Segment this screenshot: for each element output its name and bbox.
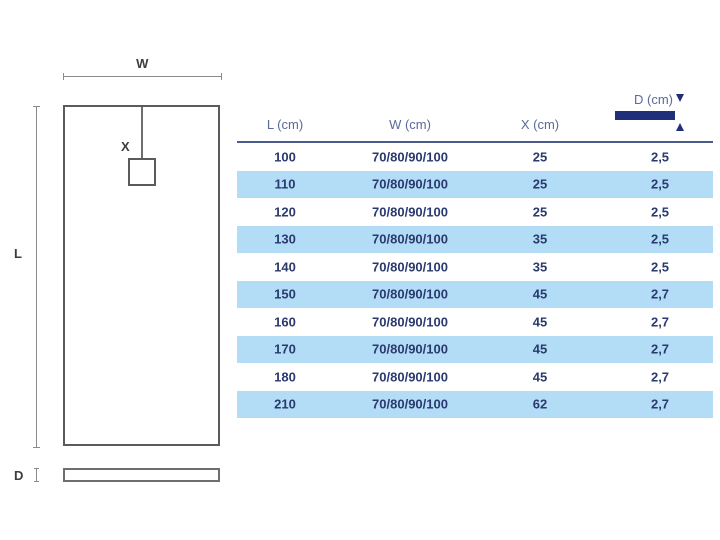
cell-width: 70/80/90/100: [372, 341, 448, 357]
cell-drain-offset: 45: [532, 314, 548, 330]
cell-drain-offset: 45: [532, 286, 548, 302]
cell-length: 110: [274, 176, 296, 192]
cell-length: 150: [274, 286, 296, 302]
cell-drain-offset: 25: [532, 149, 548, 165]
cell-width: 70/80/90/100: [372, 176, 448, 192]
cell-length: 170: [274, 341, 296, 357]
cell-length: 140: [274, 259, 296, 275]
arrow-down-icon: [676, 94, 684, 102]
cell-length: 160: [274, 314, 296, 330]
depth-thickness-bar: [615, 111, 675, 120]
tray-side-view-outline: [63, 468, 220, 482]
cell-width: 70/80/90/100: [372, 369, 448, 385]
column-header-depth: D (cm): [634, 92, 673, 107]
table-row: 150 70/80/90/100 45 2,7: [237, 280, 713, 308]
cell-depth: 2,7: [650, 314, 670, 330]
cell-width: 70/80/90/100: [372, 259, 448, 275]
column-header-drain-offset: X (cm): [520, 117, 560, 132]
cell-length: 100: [274, 149, 296, 165]
cell-width: 70/80/90/100: [372, 204, 448, 220]
depth-dimension-label: D: [14, 468, 24, 483]
cell-width: 70/80/90/100: [372, 149, 448, 165]
table-row: 130 70/80/90/100 35 2,5: [237, 225, 713, 253]
cell-drain-offset: 45: [532, 341, 548, 357]
table-row: 140 70/80/90/100 35 2,5: [237, 253, 713, 281]
table-row: 170 70/80/90/100 45 2,7: [237, 335, 713, 363]
depth-dimension-tick: [34, 468, 39, 482]
cell-drain-offset: 25: [532, 204, 548, 220]
drain-grate-square: [128, 158, 156, 186]
cell-width: 70/80/90/100: [372, 231, 448, 247]
column-header-length: L (cm): [266, 117, 304, 132]
cell-drain-offset: 45: [532, 369, 548, 385]
cell-depth: 2,7: [650, 396, 670, 412]
table-row: 100 70/80/90/100 25 2,5: [237, 143, 713, 171]
cell-depth: 2,5: [650, 259, 670, 275]
cell-depth: 2,7: [650, 286, 670, 302]
table-row: 210 70/80/90/100 62 2,7: [237, 390, 713, 418]
cell-length: 120: [274, 204, 296, 220]
dimensions-table: L (cm) W (cm) X (cm) D (cm) 100 70/80/90/…: [237, 90, 713, 418]
cell-depth: 2,5: [650, 231, 670, 247]
cell-depth: 2,7: [650, 369, 670, 385]
table-row: 110 70/80/90/100 25 2,5: [237, 170, 713, 198]
header-separator-rule: [237, 141, 713, 143]
length-dimension-label: L: [14, 246, 23, 261]
table-row: 180 70/80/90/100 45 2,7: [237, 363, 713, 391]
table-header-row: L (cm) W (cm) X (cm) D (cm): [237, 90, 713, 141]
length-dimension-line: [33, 106, 40, 448]
column-header-width: W (cm): [389, 117, 431, 132]
table-row: 120 70/80/90/100 25 2,5: [237, 198, 713, 226]
cell-width: 70/80/90/100: [372, 314, 448, 330]
cell-length: 180: [274, 369, 296, 385]
width-dimension-line: [63, 73, 222, 80]
drain-offset-label: X: [121, 139, 131, 154]
cell-drain-offset: 35: [532, 259, 548, 275]
column-header-depth-group: D (cm): [597, 90, 713, 141]
cell-depth: 2,5: [650, 204, 670, 220]
cell-width: 70/80/90/100: [372, 396, 448, 412]
cell-length: 210: [274, 396, 296, 412]
arrow-up-icon: [676, 123, 684, 131]
cell-depth: 2,5: [650, 149, 670, 165]
cell-depth: 2,7: [650, 341, 670, 357]
drain-offset-leader-line: [141, 107, 143, 172]
shower-tray-technical-drawing: W L X D: [0, 0, 236, 540]
table-body: 100 70/80/90/100 25 2,5 110 70/80/90/100 25 2,5…: [237, 143, 713, 418]
cell-length: 130: [274, 231, 296, 247]
width-dimension-label: W: [136, 56, 149, 71]
cell-drain-offset: 25: [532, 176, 548, 192]
cell-depth: 2,5: [650, 176, 670, 192]
cell-drain-offset: 35: [532, 231, 548, 247]
cell-width: 70/80/90/100: [372, 286, 448, 302]
cell-drain-offset: 62: [532, 396, 548, 412]
table-row: 160 70/80/90/100 45 2,7: [237, 308, 713, 336]
